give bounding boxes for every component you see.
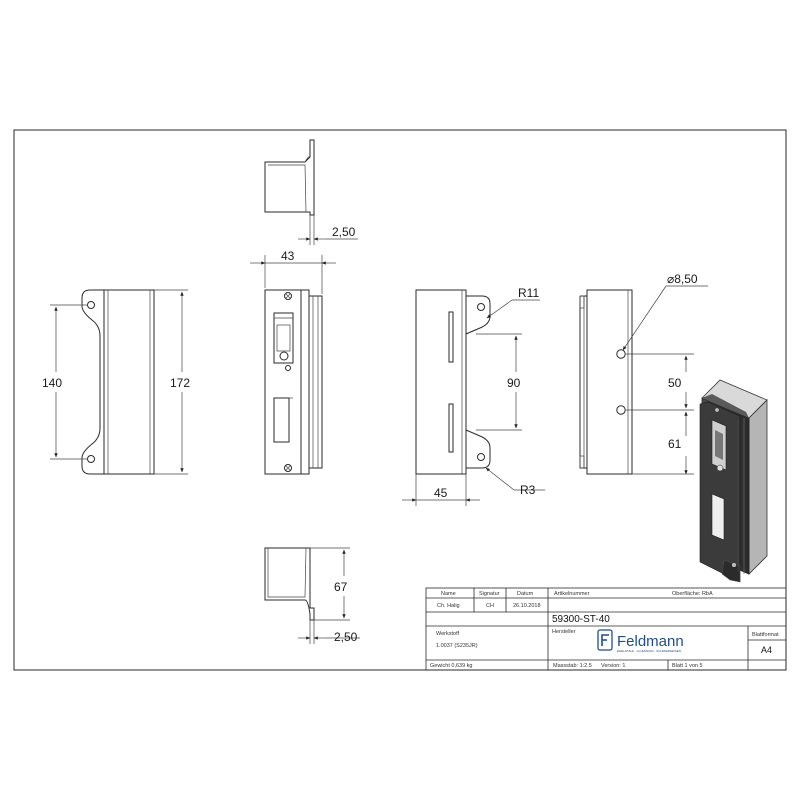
logo-tagline: EDELSTAHL · ALUMINIUM · SCHMIEDEEISEN [617, 649, 681, 653]
title-block: Name Signatur Datum Ch. Halig CH 26.10.2… [425, 587, 787, 671]
tb-scale: Massstab: 1:2.5 [553, 663, 592, 669]
tb-material-value: 1.0037 (S235JR) [436, 643, 478, 649]
tb-sheet-format: A4 [761, 645, 772, 655]
tb-col-signature: Signatur [479, 591, 500, 597]
tb-material-label: Werkstoff [436, 631, 459, 637]
bottom-view: 67 2,50 [264, 547, 360, 644]
tb-weight: Gewicht 0,639 kg [430, 663, 473, 669]
rear-view: R11 R3 90 45 [402, 286, 545, 506]
dim-hole-offset-top: 50 [668, 376, 682, 390]
dim-hole-spacing: 90 [507, 376, 521, 390]
dim-bottom-depth: 67 [334, 580, 348, 594]
tb-name-value: Ch. Halig [437, 603, 460, 609]
dim-right-width: 45 [434, 486, 448, 500]
dim-hole-offset-bottom: 61 [668, 437, 682, 451]
tb-col-name: Name [441, 591, 456, 597]
side-view: 43 [250, 249, 336, 475]
tb-sheet-format-label: Blattformat [752, 632, 779, 638]
dim-hole-diameter: ⌀8,50 [667, 272, 698, 286]
tb-col-date: Datum [517, 591, 534, 597]
dim-radius-small: R3 [520, 483, 536, 497]
dim-radius-big: R11 [518, 286, 539, 300]
tb-sheet: Blatt 1 von 5 [672, 663, 703, 669]
tb-manufacturer-label: Hersteller [552, 629, 576, 635]
end-view: ⌀8,50 50 61 [579, 272, 708, 475]
logo-name: Feldmann [617, 633, 684, 650]
dim-front-inner-height: 140 [42, 376, 62, 390]
tb-signature-value: CH [486, 603, 494, 609]
tb-article-number: 59300-ST-40 [552, 614, 610, 625]
front-view: 140 172 [42, 289, 190, 475]
dim-front-height: 172 [170, 376, 190, 390]
tb-surface-label: Oberfläche: RbA [672, 591, 713, 597]
dim-top-thickness: 2,50 [332, 225, 356, 239]
tb-date-value: 26.10.2018 [513, 603, 541, 609]
top-view: 2,50 [264, 139, 358, 245]
dim-bottom-thickness: 2,50 [334, 630, 358, 644]
tb-version: Version: 1 [601, 663, 625, 669]
tb-article-label: Artikelnummer [554, 591, 590, 597]
dim-side-width: 43 [281, 249, 295, 263]
drawing-frame [13, 129, 787, 671]
isometric-view [699, 379, 768, 583]
feldmann-logo: Feldmann EDELSTAHL · ALUMINIUM · SCHMIED… [597, 629, 684, 653]
